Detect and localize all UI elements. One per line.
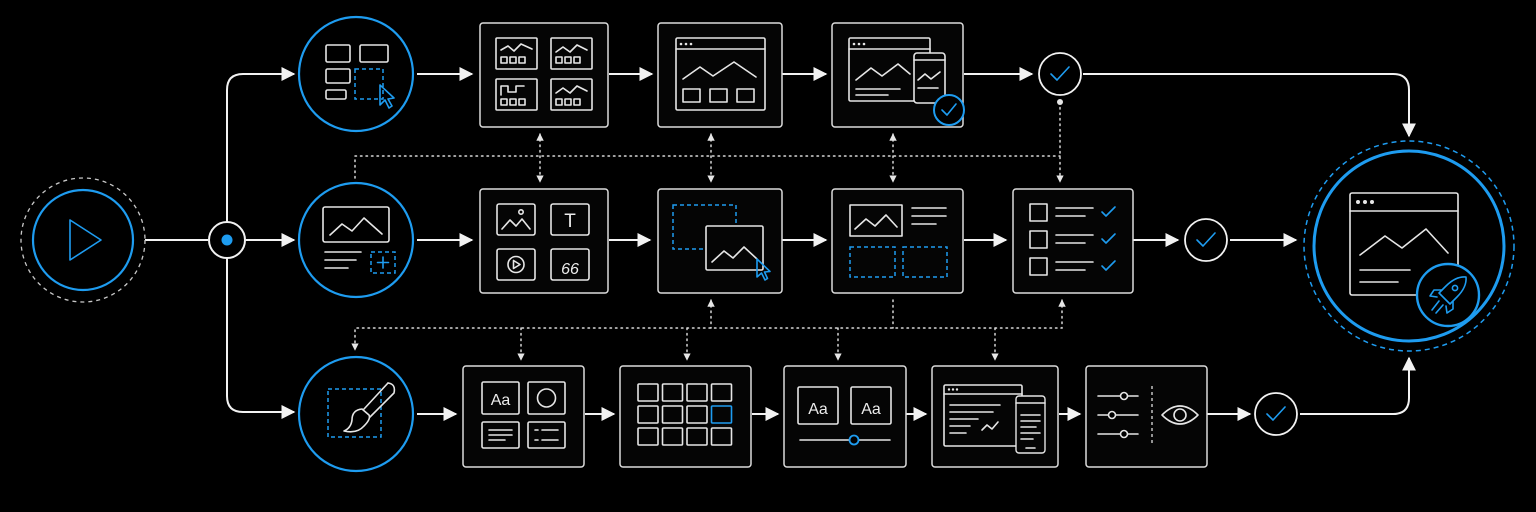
slider-handle bbox=[848, 434, 860, 446]
card-component-grid[interactable] bbox=[619, 365, 752, 468]
play-icon bbox=[69, 219, 102, 261]
card-settings-preview[interactable] bbox=[1085, 365, 1208, 468]
style-tokens-icon: Aa bbox=[481, 381, 566, 449]
junction-dot bbox=[1057, 99, 1063, 105]
layout-blocks-icon bbox=[849, 204, 948, 278]
phase-content-node[interactable] bbox=[297, 181, 415, 299]
grid-cell bbox=[710, 427, 733, 446]
grid-cell bbox=[661, 427, 684, 446]
start-dashed-ring bbox=[20, 177, 146, 303]
typography-sample-2: Aa bbox=[808, 401, 828, 418]
published-site-icon bbox=[1349, 192, 1459, 296]
publish-ring bbox=[1312, 149, 1506, 343]
dotted-connectors bbox=[351, 99, 1066, 361]
grid-cell bbox=[661, 383, 684, 402]
media-elements-icon: T 66 bbox=[496, 203, 590, 281]
plus-icon bbox=[376, 256, 390, 269]
phase-layout-node[interactable] bbox=[297, 15, 415, 133]
text-tool-label: T bbox=[564, 211, 576, 232]
typography-sample-1: Aa bbox=[491, 392, 511, 409]
phase-style-node[interactable] bbox=[297, 355, 415, 473]
publish-node[interactable] bbox=[1303, 140, 1515, 352]
publish-dashed-ring bbox=[1303, 140, 1515, 352]
cursor-icon bbox=[379, 84, 395, 109]
grid-cell-selected bbox=[710, 405, 733, 424]
start-node[interactable] bbox=[20, 177, 146, 303]
card-layout-blocks[interactable] bbox=[831, 188, 964, 294]
image-placement-icon bbox=[672, 204, 771, 281]
rocket-icon bbox=[1415, 262, 1481, 328]
image-add-icon bbox=[322, 206, 396, 274]
branch-hub bbox=[208, 221, 246, 259]
checkmark-icon bbox=[1050, 66, 1070, 81]
paintbrush-icon bbox=[327, 382, 396, 438]
card-image-placement[interactable] bbox=[657, 188, 783, 294]
responsive-preview-icon bbox=[943, 384, 1046, 454]
checklist-icon bbox=[1029, 203, 1116, 276]
verified-checkmark-icon bbox=[933, 94, 965, 126]
checkpoint-row3[interactable] bbox=[1254, 392, 1298, 436]
card-dashboard-variants[interactable] bbox=[479, 22, 609, 128]
type-scale-icon: Aa Aa bbox=[797, 386, 892, 446]
dotted-bottom-bus bbox=[351, 299, 1066, 351]
dotted-top-bus bbox=[354, 155, 1061, 179]
sliders-icon bbox=[1097, 391, 1139, 439]
browser-wireframe-icon bbox=[675, 37, 766, 111]
card-page-wireframe[interactable] bbox=[657, 22, 783, 128]
eye-icon bbox=[1161, 405, 1199, 425]
grid-cell bbox=[686, 383, 708, 402]
checkmark-icon bbox=[1196, 232, 1216, 247]
connector-hub-to-style bbox=[226, 258, 296, 419]
card-checklist[interactable] bbox=[1012, 188, 1134, 294]
checkpoint-row1[interactable] bbox=[1038, 52, 1082, 96]
dashboard-grid-icon bbox=[495, 37, 593, 111]
connector-r3-to-publish bbox=[1300, 356, 1416, 415]
card-responsive-check[interactable] bbox=[831, 22, 965, 128]
typography-sample-3: Aa bbox=[861, 401, 881, 418]
card-responsive-preview[interactable] bbox=[931, 365, 1059, 468]
grid-cell bbox=[637, 427, 659, 446]
grid-cell bbox=[686, 427, 708, 446]
connector-hub-to-layout bbox=[226, 67, 296, 222]
card-type-scale[interactable]: Aa Aa bbox=[783, 365, 907, 468]
start-ring bbox=[31, 188, 135, 292]
layout-cursor-icon bbox=[325, 44, 395, 109]
card-media-elements[interactable]: T 66 bbox=[479, 188, 609, 294]
quote-mark-label: 66 bbox=[561, 261, 579, 278]
connector-r1-to-publish bbox=[1083, 73, 1416, 138]
grid-cell bbox=[637, 405, 659, 424]
checkmark-icon bbox=[1266, 406, 1286, 421]
hub-dot bbox=[221, 234, 233, 246]
responsive-devices-icon bbox=[848, 37, 946, 104]
grid-cell bbox=[710, 383, 733, 402]
component-grid-icon bbox=[637, 383, 733, 446]
card-style-tokens[interactable]: Aa bbox=[462, 365, 585, 468]
grid-cell bbox=[686, 405, 708, 424]
grid-cell bbox=[637, 383, 659, 402]
grid-cell bbox=[661, 405, 684, 424]
cursor-icon bbox=[756, 258, 771, 281]
flow-connectors bbox=[145, 67, 1416, 421]
checkpoint-row2[interactable] bbox=[1184, 218, 1228, 262]
